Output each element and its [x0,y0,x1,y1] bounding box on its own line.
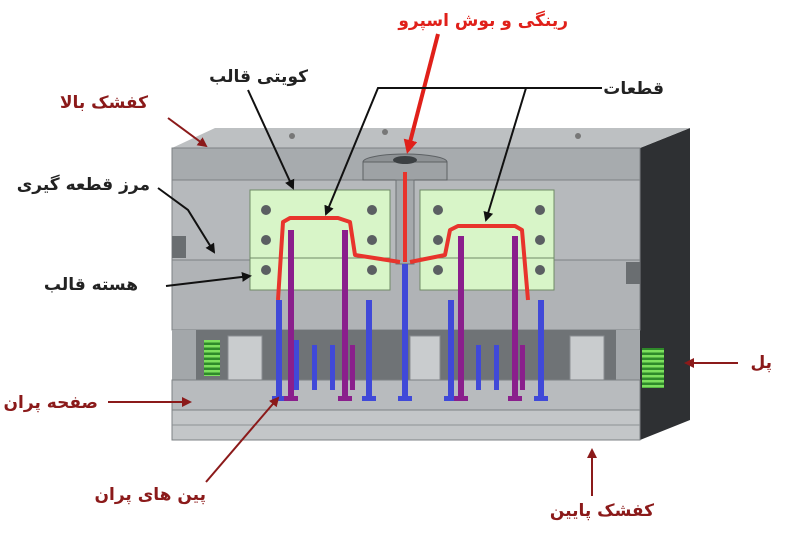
leader-ejector-pins [205,396,280,483]
label-sprue: رینگی و بوش اسپرو [397,10,568,31]
support-pillar [227,335,263,381]
support-pillar [569,335,605,381]
leader-parts [324,87,602,216]
part-right [409,224,530,301]
label-ejector-pins: پین های پران [94,485,206,505]
mold-right-face [640,128,690,440]
label-ejector-plate: صفحه پران [4,393,98,413]
label-core: هسته قالب [44,275,138,295]
label-cavity: کویتی قالب [209,67,308,87]
leader-parts-2 [483,87,527,222]
leader-lines [108,33,738,496]
spacer-block-left [172,330,196,380]
leader-top-clamp [167,117,208,148]
top-clamp-top-face [172,128,690,148]
bolt-holes [261,205,545,275]
spacer-block-right [616,330,640,380]
support-pillar [409,335,441,381]
cavity-insert-left [249,189,391,291]
label-parts: قطعات [603,79,664,99]
labels: کفشک بالا رینگی و بوش اسپرو کویتی قالب ق… [4,10,772,521]
leader-parting-line [157,187,216,254]
return-spring [204,340,220,376]
label-top-clamp: کفشک بالا [60,93,148,113]
leader-core [165,271,252,287]
label-pillar: پل [750,353,772,373]
label-parting-line: مرز قطعه گیری [17,174,150,195]
return-spring [642,348,664,388]
leader-sprue [403,33,440,154]
molded-parts [276,172,530,301]
label-bottom-clamp: کفشک پایین [550,501,654,521]
part-left [276,216,401,301]
leader-cavity [247,89,295,190]
